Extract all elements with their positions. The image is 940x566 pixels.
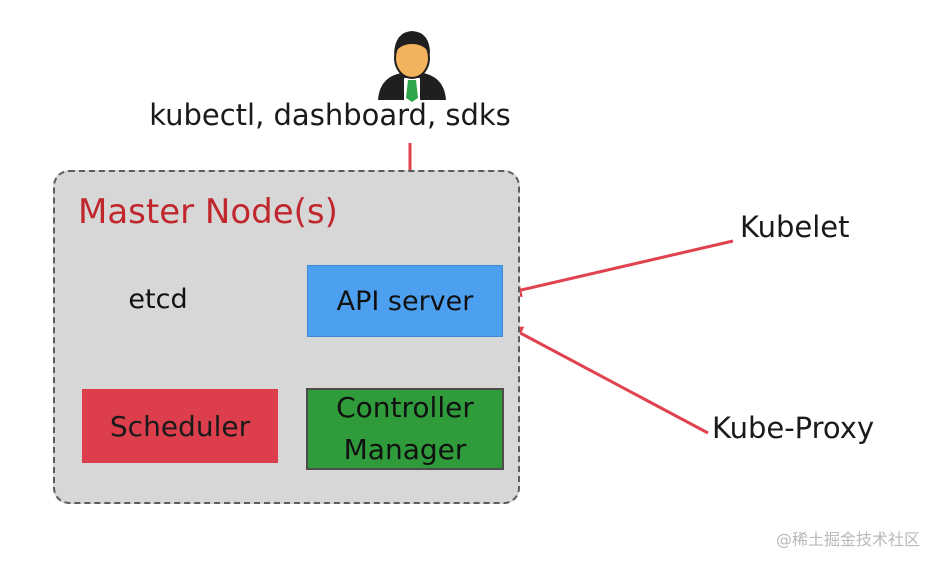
arrow-kubeproxy-to-api (507, 325, 709, 435)
api-server-label: API server (336, 285, 474, 317)
arrow-kubelet-to-api (506, 239, 734, 298)
etcd-label: etcd (128, 284, 188, 315)
kube-proxy-label: Kube-Proxy (712, 411, 875, 445)
scheduler-label: Scheduler (109, 409, 251, 443)
controller-manager-label-line1: Controller (336, 391, 474, 424)
client-tools-label: kubectl, dashboard, sdks (149, 98, 511, 132)
kubelet-label: Kubelet (740, 210, 850, 244)
watermark: @稀土掘金技术社区 (775, 530, 920, 549)
controller-manager-label-line2: Manager (343, 433, 467, 466)
api-server-box: API server (307, 265, 503, 337)
user-icon (378, 31, 446, 102)
master-node-title: Master Node(s) (78, 192, 338, 232)
scheduler-box: Scheduler (82, 389, 278, 463)
controller-manager-box: Controller Manager (306, 388, 504, 470)
